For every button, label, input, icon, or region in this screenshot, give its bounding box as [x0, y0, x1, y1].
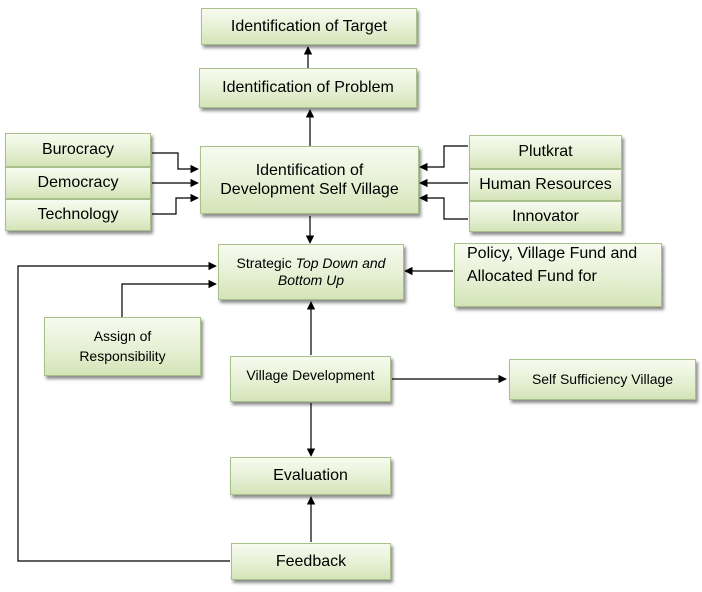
identification-of-development-line-2: Development Self Village — [220, 181, 399, 198]
innovator-box: Innovator — [469, 201, 622, 232]
human-resources-box: Human Resources — [469, 169, 622, 201]
assign-line-1: Assign of — [93, 328, 152, 345]
identification-of-target-box: Identification of Target — [201, 8, 417, 45]
self-sufficiency-village-label: Self Sufficiency Village — [531, 371, 674, 388]
arrow-burocracy-to-development — [152, 152, 199, 174]
arrow-assign-to-strategic — [121, 279, 217, 317]
technology-box: Technology — [5, 199, 151, 231]
arrow-plutkrat-to-development — [419, 145, 468, 172]
policy-box: Policy, Village Fund and Allocated Fund … — [454, 243, 662, 307]
assign-line-2: Responsibility — [79, 348, 166, 364]
strategic-box: Strategic Top Down and Bottom Up — [218, 244, 404, 300]
evaluation-box: Evaluation — [230, 457, 391, 495]
village-development-label: Village Development — [246, 367, 375, 383]
human-resources-label: Human Resources — [479, 176, 612, 194]
feedback-label: Feedback — [275, 552, 347, 570]
democracy-box: Democracy — [5, 167, 151, 199]
plutkrat-box: Plutkrat — [469, 135, 622, 169]
strategic-prefix: Strategic — [236, 255, 296, 272]
plutkrat-label: Plutkrat — [518, 143, 573, 161]
burocracy-label: Burocracy — [41, 141, 115, 159]
strategic-line-1: Strategic Top Down and — [237, 255, 386, 272]
village-development-box: Village Development — [230, 356, 391, 402]
strategic-italic-2: Bottom Up — [277, 272, 345, 288]
self-sufficiency-village-box: Self Sufficiency Village — [509, 359, 696, 400]
policy-line-2: Allocated Fund for — [467, 268, 597, 286]
policy-line-1: Policy, Village Fund and — [467, 245, 638, 262]
evaluation-label: Evaluation — [273, 467, 348, 485]
identification-of-development-line-1: Identification of — [255, 161, 364, 179]
identification-of-problem-label: Identification of Problem — [222, 79, 394, 97]
arrow-innovator-to-development — [419, 193, 468, 220]
identification-of-development-box: Identification of Development Self Villa… — [200, 146, 419, 214]
arrow-feedback-loop-to-strategic — [17, 261, 230, 562]
strategic-italic-1: Top Down and — [295, 255, 386, 272]
identification-of-target-label: Identification of Target — [230, 17, 388, 35]
innovator-label: Innovator — [512, 207, 579, 225]
burocracy-box: Burocracy — [5, 133, 151, 167]
democracy-label: Democracy — [37, 174, 119, 192]
assign-of-responsibility-box: Assign of Responsibility — [44, 317, 201, 376]
feedback-box: Feedback — [231, 543, 391, 580]
arrow-technology-to-development — [152, 193, 199, 215]
technology-label: Technology — [37, 206, 119, 224]
identification-of-problem-box: Identification of Problem — [199, 68, 417, 108]
